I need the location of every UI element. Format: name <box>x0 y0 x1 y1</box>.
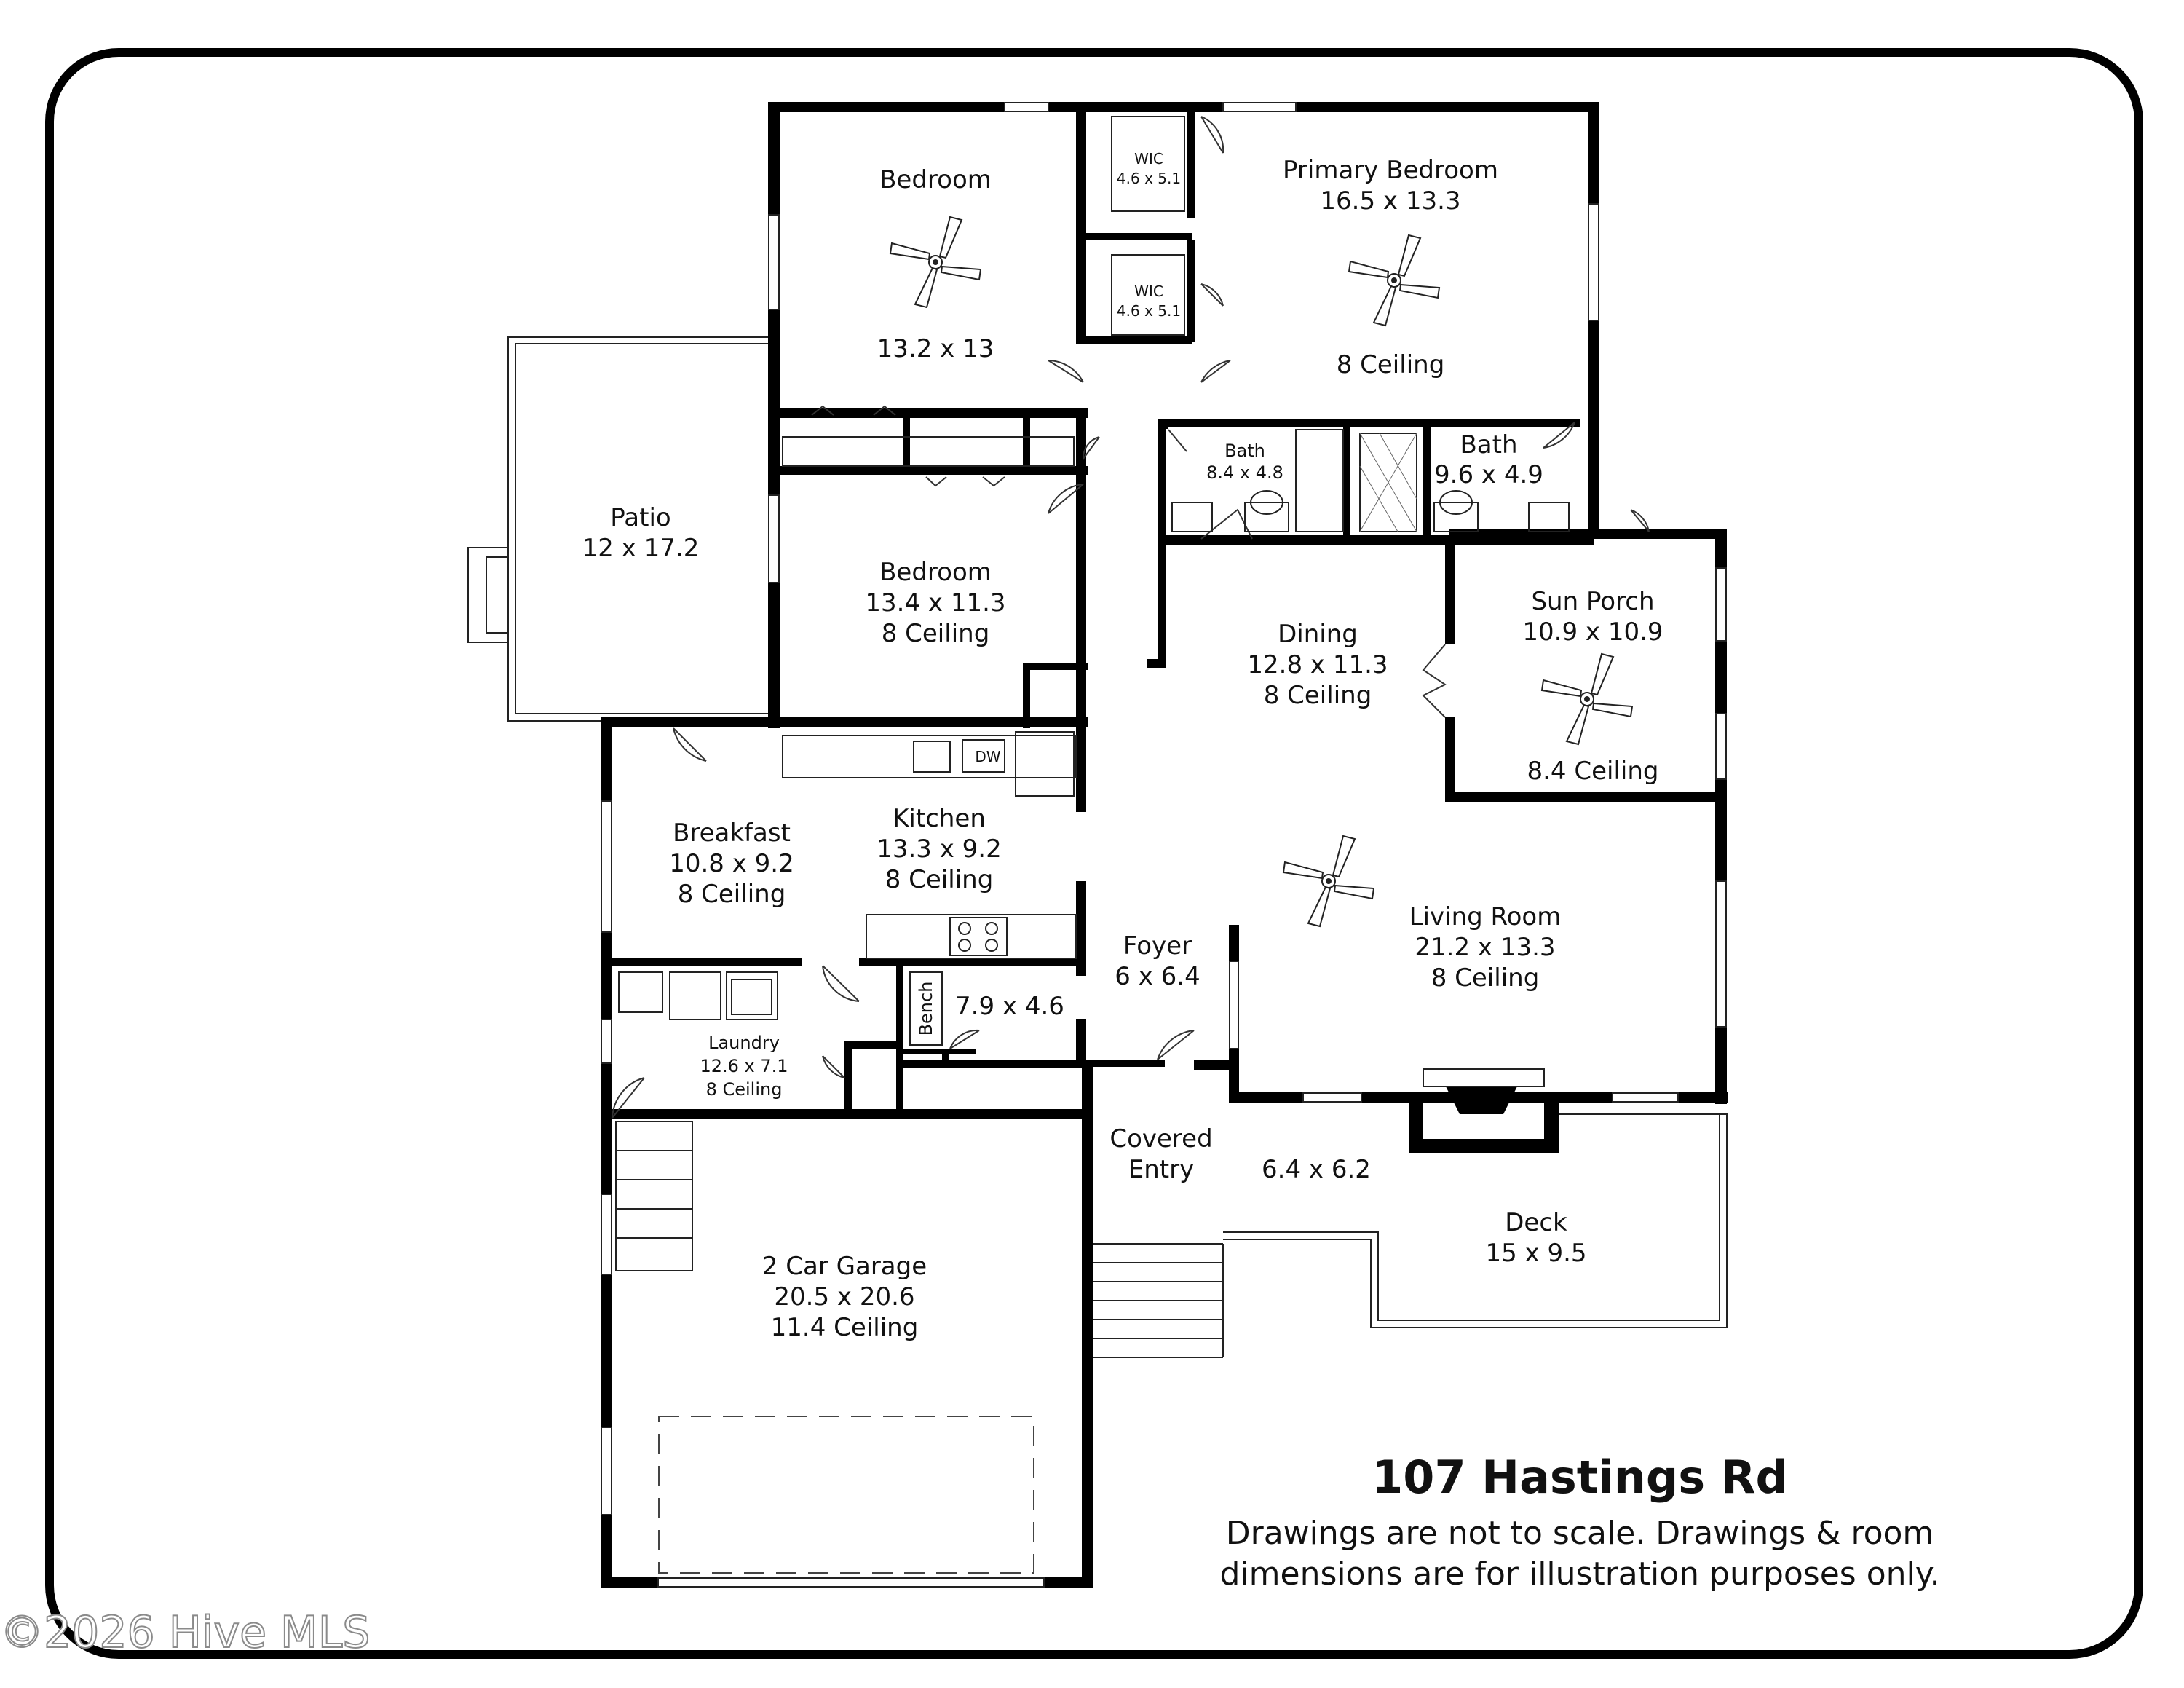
laundry-name: Laundry <box>708 1033 780 1053</box>
deck-outline <box>1223 1113 1728 1328</box>
garage-dims: 20.5 x 20.6 <box>774 1282 914 1312</box>
ceiling-fan-icon <box>1541 653 1633 745</box>
living-room-name: Living Room <box>1409 902 1562 931</box>
sun-porch-ceiling: 8.4 Ceiling <box>1527 757 1658 786</box>
dining-ceiling: 8 Ceiling <box>1264 681 1372 710</box>
foyer-dims: 6 x 6.4 <box>1115 962 1200 991</box>
wic-1-name: WIC <box>1134 150 1163 167</box>
garage-stairs <box>615 1121 693 1271</box>
primary-bedroom-ceiling: 8 Ceiling <box>1337 350 1445 379</box>
kitchen-dims: 13.3 x 9.2 <box>877 835 1002 864</box>
dishwasher-label: DW <box>975 748 1000 765</box>
page-frame <box>45 48 2143 1659</box>
deck-dims: 15 x 9.5 <box>1485 1239 1586 1268</box>
covered-entry-dims: 6.4 x 6.2 <box>1262 1155 1371 1184</box>
kitchen-name: Kitchen <box>893 804 986 833</box>
primary-bedroom-dims: 16.5 x 13.3 <box>1320 186 1460 216</box>
disclaimer-line-1: Drawings are not to scale. Drawings & ro… <box>1226 1515 1934 1552</box>
property-address: 107 Hastings Rd <box>1372 1451 1788 1504</box>
bedroom-1-dims: 13.2 x 13 <box>877 334 994 363</box>
deck-name: Deck <box>1505 1208 1567 1237</box>
mudroom-dims: 7.9 x 4.6 <box>955 992 1064 1021</box>
living-room-ceiling: 8 Ceiling <box>1431 963 1540 993</box>
closet-shelves <box>782 116 1185 467</box>
ceiling-fan-icon <box>1283 835 1374 927</box>
kitchen-ceiling: 8 Ceiling <box>885 865 994 894</box>
ceiling-fan-icon <box>890 216 981 308</box>
bath-1-name: Bath <box>1224 441 1265 461</box>
bedroom-2-dims: 13.4 x 11.3 <box>865 588 1005 618</box>
windows <box>601 102 1727 1588</box>
wic-2-dims: 4.6 x 5.1 <box>1117 302 1181 320</box>
dining-dims: 12.8 x 11.3 <box>1247 650 1388 679</box>
bedroom-1-name: Bedroom <box>879 165 992 194</box>
foyer-name: Foyer <box>1123 931 1192 961</box>
covered-entry-name-1: Covered <box>1109 1124 1212 1153</box>
bench-outline <box>909 971 943 1046</box>
bath-2-dims: 9.6 x 4.9 <box>1434 460 1543 489</box>
garage-door-outline <box>658 1416 1034 1574</box>
garage-name: 2 Car Garage <box>762 1252 927 1281</box>
bedroom-2-name: Bedroom <box>879 558 992 587</box>
primary-bedroom-name: Primary Bedroom <box>1283 156 1498 185</box>
patio-dims: 12 x 17.2 <box>582 534 700 563</box>
bedroom-2-ceiling: 8 Ceiling <box>882 619 990 648</box>
disclaimer-line-2: dimensions are for illustration purposes… <box>1220 1555 1940 1593</box>
ceiling-fan-icon <box>1348 234 1440 326</box>
wic-1-dims: 4.6 x 5.1 <box>1117 170 1181 187</box>
bath-fixtures <box>1171 429 1570 532</box>
laundry-fixtures <box>618 971 778 1020</box>
bath-2-name: Bath <box>1460 430 1517 460</box>
breakfast-ceiling: 8 Ceiling <box>678 880 786 909</box>
laundry-ceiling: 8 Ceiling <box>706 1079 783 1100</box>
kitchen-fixtures <box>782 731 1077 959</box>
bench-label: Bench <box>916 982 936 1036</box>
deck-steps <box>1093 1243 1224 1358</box>
doors <box>612 116 1650 1119</box>
watermark: ©2026 Hive MLS <box>0 1607 370 1658</box>
garage-ceiling: 11.4 Ceiling <box>771 1313 919 1342</box>
covered-entry-name-2: Entry <box>1128 1155 1194 1184</box>
patio-name: Patio <box>610 503 670 532</box>
sun-porch-dims: 10.9 x 10.9 <box>1522 618 1663 647</box>
living-room-dims: 21.2 x 13.3 <box>1415 933 1555 962</box>
breakfast-dims: 10.8 x 9.2 <box>669 849 794 878</box>
sun-porch-name: Sun Porch <box>1531 587 1654 616</box>
dining-name: Dining <box>1278 620 1358 649</box>
interior-walls <box>612 102 1727 1115</box>
breakfast-name: Breakfast <box>673 819 791 848</box>
laundry-dims: 12.6 x 7.1 <box>700 1056 788 1076</box>
wic-2-name: WIC <box>1134 283 1163 300</box>
bath-1-dims: 8.4 x 4.8 <box>1206 462 1283 483</box>
